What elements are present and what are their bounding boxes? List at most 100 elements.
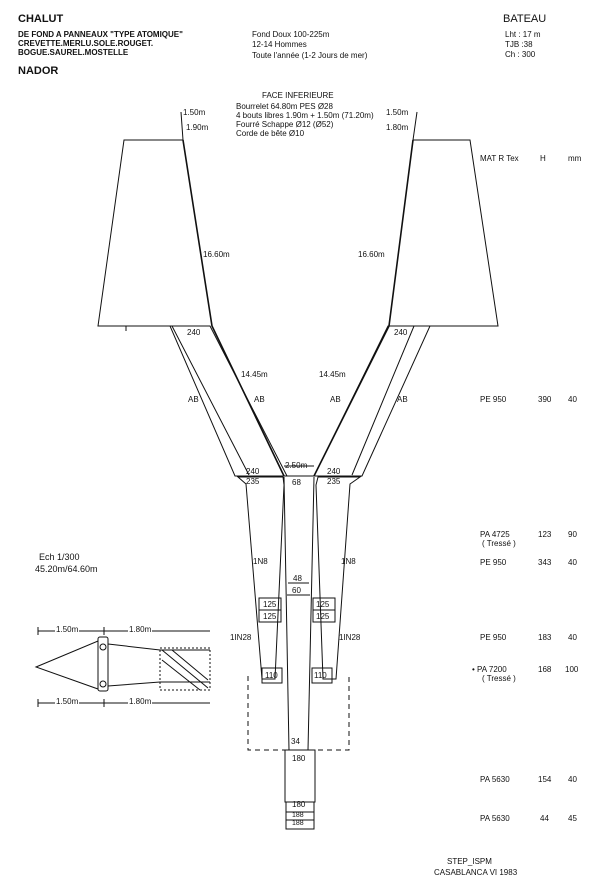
boat-power: Ch : 300 — [505, 50, 536, 59]
inset-netting-hatch-1 — [161, 649, 209, 689]
boat-title: BATEAU — [503, 13, 547, 25]
material-row-1-mm: 40 — [568, 395, 577, 404]
inset-upper-warp — [107, 643, 210, 651]
ab-outer-left: AB — [188, 395, 199, 404]
codend-188-a: 188 — [292, 812, 304, 819]
center-60: 60 — [292, 586, 301, 595]
face-title: FACE INFERIEURE — [262, 91, 334, 100]
inset-ring-bottom — [99, 680, 107, 688]
crew-size: 12-14 Hommes — [252, 40, 307, 49]
center-strip — [283, 476, 315, 751]
material-row-3-h: 343 — [538, 558, 552, 567]
cover-line: Fourré Schappe Ø12 (Ø52) — [236, 120, 334, 129]
left-wing-length: 16.60m — [203, 250, 230, 259]
ab-outer-right: AB — [397, 395, 408, 404]
mid-235-right: 235 — [327, 477, 341, 486]
right-1445: 14.45m — [319, 370, 346, 379]
material-row-6-mm: 40 — [568, 775, 577, 784]
inset-netting-hatch-2 — [171, 649, 209, 681]
center-34: 34 — [291, 737, 300, 746]
material-row-7-mm: 45 — [568, 814, 577, 823]
center-250: 2.50m — [285, 461, 308, 470]
inn8-left: 1N8 — [253, 557, 268, 566]
right-top-150: 1.50m — [386, 108, 409, 117]
codend-180-b: 180 — [292, 800, 306, 809]
right-240: 240 — [394, 328, 408, 337]
inset-top-150: 1.50m — [55, 625, 80, 634]
right-110-box — [311, 667, 333, 684]
fishing-ground: Fond Doux 100-225m — [252, 30, 330, 39]
inn28-left: 1IN28 — [230, 633, 252, 642]
material-row-4-mm: 40 — [568, 633, 577, 642]
extension-dashed — [247, 676, 350, 751]
right-125-a: 125 — [316, 600, 330, 609]
left-belly — [236, 476, 285, 680]
left-125-step-b — [258, 609, 282, 623]
scale-ratio: Ech 1/300 — [39, 552, 80, 562]
left-240: 240 — [187, 328, 201, 337]
material-row-5: • PA 7200 — [472, 665, 507, 674]
left-110-box — [261, 667, 283, 684]
inset-netting — [159, 647, 211, 691]
inset-bottom-150: 1.50m — [55, 697, 80, 706]
left-top-190: 1.90m — [186, 123, 209, 132]
ab-inner-left: AB — [254, 395, 265, 404]
mid-235-left: 235 — [246, 477, 260, 486]
material-row-7-h: 44 — [540, 814, 549, 823]
col-header-material: MAT R Tex — [480, 154, 519, 163]
material-row-6-h: 154 — [538, 775, 552, 784]
material-row-5-h: 168 — [538, 665, 552, 674]
trawl-type-line: DE FOND A PANNEAUX "TYPE ATOMIQUE" — [18, 30, 183, 39]
material-row-4: PE 950 — [480, 633, 507, 642]
species-line-1: CREVETTE.MERLU.SOLE.ROUGET. — [18, 39, 154, 48]
material-row-4-h: 183 — [538, 633, 552, 642]
port-name: NADOR — [18, 65, 59, 77]
right-125-b: 125 — [316, 612, 330, 621]
material-row-1: PE 950 — [480, 395, 507, 404]
material-row-6: PA 5630 — [480, 775, 510, 784]
material-row-5-mm: 100 — [565, 665, 579, 674]
left-upper-wing — [97, 111, 250, 476]
center-48: 48 — [293, 574, 302, 583]
material-row-2-mm: 90 — [568, 530, 577, 539]
material-row-2: PA 4725 — [480, 530, 510, 539]
species-line-2: BOGUE.SAUREL.MOSTELLE — [18, 48, 129, 57]
right-belly — [315, 476, 362, 680]
inn8-right: 1N8 — [341, 557, 356, 566]
season: Toute l'année (1-2 Jours de mer) — [252, 51, 368, 60]
col-header-h: H — [540, 154, 546, 163]
right-125-step-b — [312, 609, 336, 623]
boat-length: Lht : 17 m — [505, 30, 541, 39]
codend-180-a: 180 — [292, 754, 306, 763]
left-125-b: 125 — [263, 612, 277, 621]
net-outline — [97, 111, 499, 830]
right-inner-seam — [313, 139, 414, 477]
material-row-7: PA 5630 — [480, 814, 510, 823]
mid-240-right: 240 — [327, 467, 341, 476]
boat-tonnage: TJB :38 — [505, 40, 533, 49]
left-top-150: 1.50m — [183, 108, 206, 117]
rigging-inset — [34, 627, 211, 707]
codend-188-b: 188 — [292, 820, 304, 827]
inset-top-180: 1.80m — [128, 625, 153, 634]
material-row-5-sub: ( Tressé ) — [482, 674, 516, 683]
trawl-title: CHALUT — [18, 13, 64, 25]
col-header-mm: mm — [568, 154, 582, 163]
material-row-2-sub: ( Tressé ) — [482, 539, 516, 548]
inn28-right: 1IN28 — [339, 633, 361, 642]
center-68: 68 — [292, 478, 301, 487]
footrope-line: Bourrelet 64.80m PES Ø28 — [236, 102, 333, 111]
free-ends-line: 4 bouts libres 1.90m + 1.50m (71.20m) — [236, 111, 374, 120]
material-row-1-h: 390 — [538, 395, 552, 404]
codend-lower — [285, 801, 315, 830]
inset-ring-top — [99, 643, 107, 651]
right-upper-wing — [351, 111, 499, 476]
left-inner-seam — [182, 139, 285, 477]
right-110: 110 — [314, 671, 327, 680]
material-row-3-mm: 40 — [568, 558, 577, 567]
mid-240-left: 240 — [246, 467, 260, 476]
inset-bottom-180: 1.80m — [128, 697, 153, 706]
rope-line: Corde de bête Ø10 — [236, 129, 305, 138]
scale-dimensions: 45.20m/64.60m — [35, 564, 98, 574]
right-wing-length: 16.60m — [358, 250, 385, 259]
